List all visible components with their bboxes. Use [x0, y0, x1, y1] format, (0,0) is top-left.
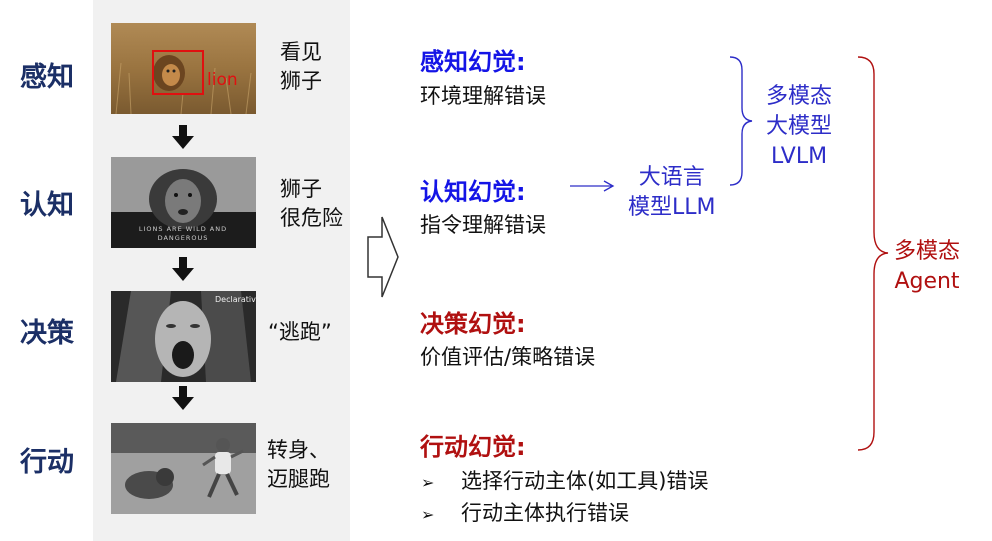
annotation-line: 多模态	[766, 84, 833, 109]
annotation-line: Agent	[894, 269, 960, 294]
annotation-line: 模型LLM	[628, 195, 716, 220]
stage-label-perception: 感知	[20, 62, 74, 93]
desc-line: 迈腿跑	[267, 467, 330, 491]
annotation-line: 多模态	[894, 239, 961, 264]
desc-line: 看见	[280, 40, 322, 64]
lion-overlay-label: lion	[207, 70, 238, 90]
perception-hallucination-desc: 环境理解错误	[420, 84, 546, 108]
annotation-line: LVLM	[770, 144, 828, 169]
stage-desc-action: 转身、 迈腿跑	[267, 436, 330, 494]
down-arrow-icon	[172, 257, 194, 281]
perception-hallucination-title: 感知幻觉:	[420, 48, 526, 76]
action-bullet-item: ➢ 行动主体执行错误	[421, 497, 629, 527]
lion-dangerous-image: LIONS ARE WILD AND DANGEROUS	[111, 157, 256, 248]
lion-grass-image: lion	[111, 23, 256, 114]
llm-annotation: 大语言 模型LLM	[628, 163, 716, 223]
desc-line: “逃跑”	[268, 320, 332, 344]
action-hallucination-title: 行动幻觉:	[420, 433, 526, 461]
cognition-hallucination-title: 认知幻觉:	[420, 178, 526, 206]
arrow-head-icon	[603, 180, 615, 192]
lvlm-brace	[729, 56, 753, 186]
stage-label-action: 行动	[20, 447, 74, 478]
down-arrow-icon	[172, 386, 194, 410]
decision-hallucination-title: 决策幻觉:	[420, 310, 526, 338]
stage-desc-perception: 看见 狮子	[280, 38, 322, 96]
bullet-text: 选择行动主体(如工具)错误	[461, 469, 709, 493]
desc-line: 狮子	[280, 69, 322, 93]
annotation-line: 大模型	[766, 114, 833, 139]
stage-label-cognition: 认知	[20, 190, 74, 221]
annotation-line: 大语言	[638, 165, 705, 190]
agent-annotation: 多模态 Agent	[894, 237, 960, 297]
decision-hallucination-desc: 价值评估/策略错误	[420, 345, 596, 369]
down-arrow-icon	[172, 125, 194, 149]
cognition-hallucination-desc: 指令理解错误	[420, 213, 546, 237]
bullet-text: 行动主体执行错误	[461, 501, 629, 525]
lvlm-annotation: 多模态 大模型 LVLM	[766, 82, 832, 172]
stage-label-decision: 决策	[20, 318, 74, 349]
desc-line: 很危险	[280, 206, 343, 230]
boy-running-image	[111, 423, 256, 514]
bullet-arrow-icon: ➢	[421, 505, 435, 524]
stage-desc-cognition: 狮子 很危险	[280, 175, 343, 233]
desc-line: 转身、	[267, 438, 330, 462]
declarative-overlay-label: Declarative	[215, 295, 256, 304]
lion-caption-text: LIONS ARE WILD AND	[139, 225, 227, 233]
agent-brace	[857, 56, 889, 451]
bullet-arrow-icon: ➢	[421, 473, 435, 492]
right-arrow-icon	[367, 216, 399, 298]
lion-caption-text-2: DANGEROUS	[158, 234, 209, 242]
stage-desc-decision: “逃跑”	[268, 318, 332, 347]
action-bullet-item: ➢ 选择行动主体(如工具)错误	[421, 465, 708, 495]
screaming-face-image: Declarative	[111, 291, 256, 382]
desc-line: 狮子	[280, 177, 322, 201]
